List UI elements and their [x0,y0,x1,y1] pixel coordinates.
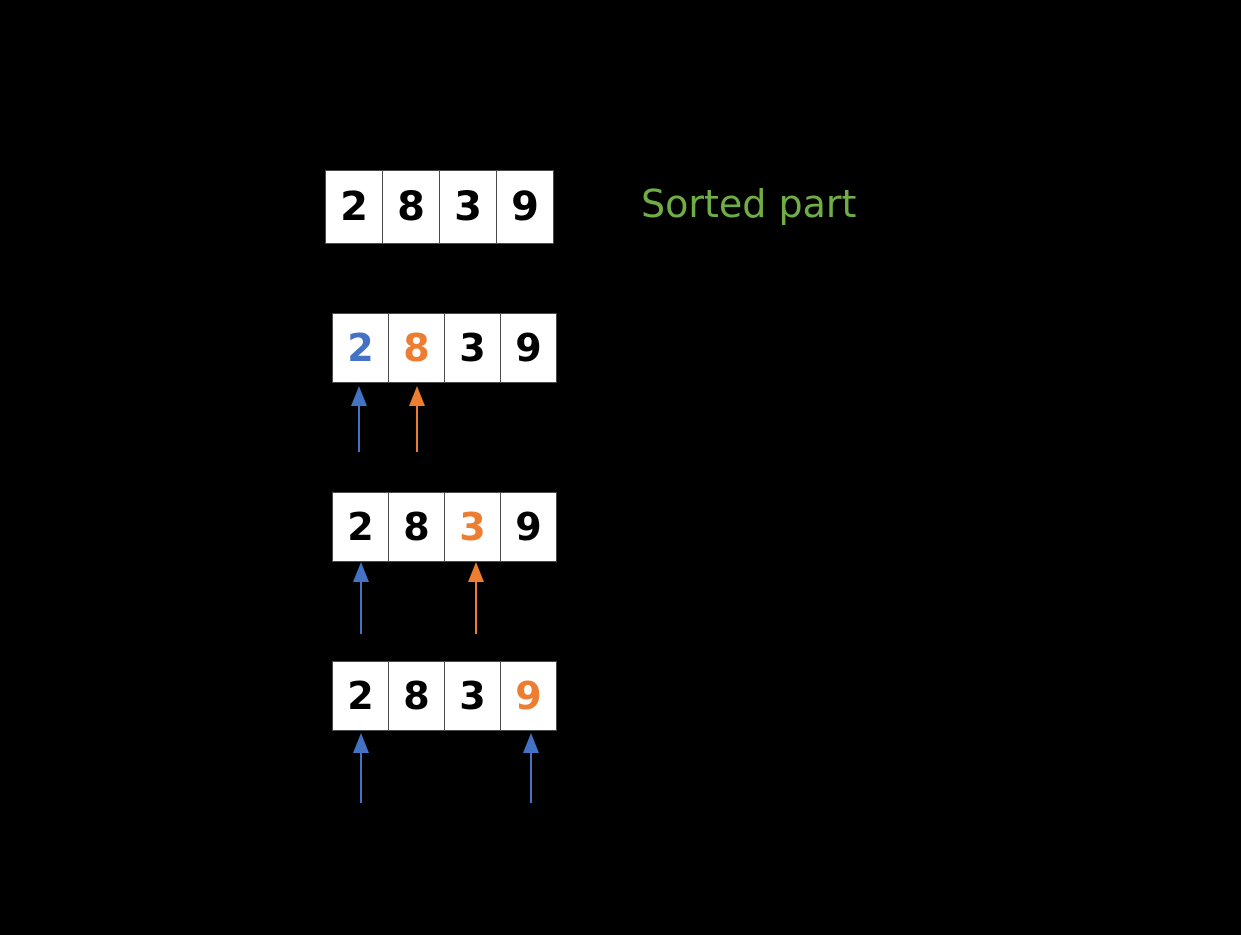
array-cell: 3 [444,313,501,383]
array-cell: 9 [496,170,554,244]
pointer-arrow-orange-index-2 [466,562,486,634]
array-cell: 2 [325,170,383,244]
array-cell: 9 [500,661,557,731]
pointer-arrow-orange-index-1 [407,386,427,452]
array-cell: 8 [382,170,440,244]
pointer-arrow-blue-index-3 [521,733,541,803]
array-cell: 2 [332,661,389,731]
pointer-arrow-blue-index-0 [351,562,371,634]
array-cell: 2 [332,313,389,383]
array-cell: 8 [388,313,445,383]
array-row-step-3: 2 8 3 9 [332,661,557,731]
array-cell: 3 [444,492,501,562]
pointer-arrow-blue-index-0 [349,386,369,452]
array-row-step-2: 2 8 3 9 [332,492,557,562]
array-row-step-1: 2 8 3 9 [332,313,557,383]
pointer-arrow-blue-index-0 [351,733,371,803]
array-cell: 3 [444,661,501,731]
array-cell: 3 [439,170,497,244]
array-cell: 2 [332,492,389,562]
array-cell: 8 [388,492,445,562]
array-row-initial: 2 8 3 9 [325,170,554,244]
array-cell: 8 [388,661,445,731]
sorted-part-label: Sorted part [641,182,857,226]
array-cell: 9 [500,492,557,562]
array-cell: 9 [500,313,557,383]
